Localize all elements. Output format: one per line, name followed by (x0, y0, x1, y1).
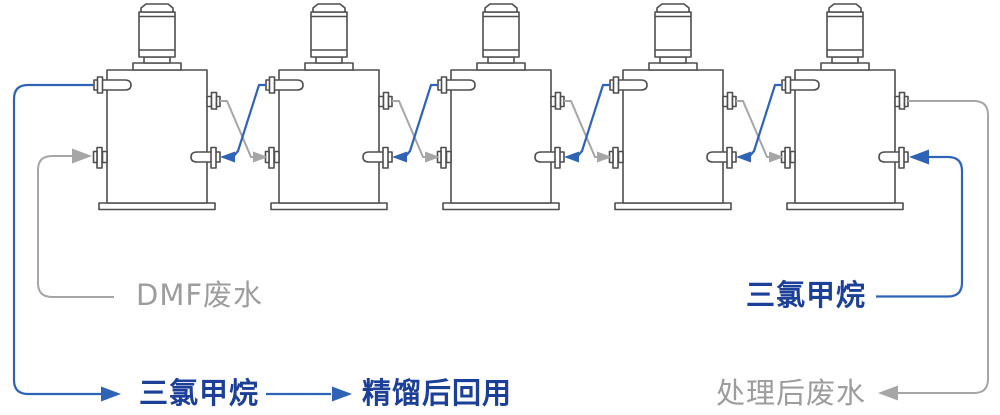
motor-neck (831, 56, 859, 64)
motor-neck (315, 56, 343, 64)
solvent-inlet-nozzle (534, 146, 565, 169)
motor-mount-plate (304, 62, 354, 71)
wastewater-outlet-flange (894, 91, 909, 110)
agitator-motor (132, 3, 182, 71)
motor-cap (312, 3, 346, 13)
wastewater-inlet-flange (608, 146, 624, 169)
motor-mount-plate (476, 62, 526, 71)
solvent-transfer-line-3 (575, 83, 610, 159)
solvent-outlet-arrow (101, 386, 121, 402)
wastewater-transfer-arrow-2 (425, 151, 440, 163)
solvent-transfer-arrow-4 (736, 151, 751, 163)
extraction-tank-4 (608, 3, 737, 211)
motor-neck (487, 56, 515, 64)
wastewater-transfer-line-3 (564, 100, 597, 158)
motor-cap (828, 3, 862, 13)
label-chloroform-in: 三氯甲烷 (746, 278, 867, 312)
solvent-outlet-nozzle (93, 76, 132, 94)
motor-cap (656, 3, 690, 13)
label-chloroform-out: 三氯甲烷 (139, 376, 260, 410)
solvent-outlet-line (12, 83, 101, 396)
wastewater-transfer-arrow-3 (597, 151, 612, 163)
dmf-feed-arrow (72, 148, 92, 164)
solvent-inlet-nozzle (706, 146, 737, 169)
wastewater-outlet-flange (206, 91, 221, 110)
treated-water-outlet-line (898, 100, 989, 394)
solvent-inlet-arrow (909, 149, 929, 165)
solvent-inlet-line (876, 155, 964, 298)
wastewater-inlet-flange (436, 146, 452, 169)
solvent-transfer-line-1 (231, 83, 266, 159)
tank-base-plate (442, 202, 560, 211)
tank-base-plate (614, 202, 732, 211)
solvent-inlet-nozzle (878, 146, 909, 169)
wastewater-transfer-line-4 (736, 100, 769, 158)
agitator-motor (820, 3, 870, 71)
wastewater-inlet-flange (780, 146, 796, 169)
dmf-feed-line (37, 155, 114, 298)
tank-base-plate (98, 202, 216, 211)
wastewater-transfer-line-2 (392, 100, 425, 158)
motor-mount-plate (820, 62, 870, 71)
solvent-transfer-line-4 (747, 83, 782, 159)
agitator-motor (476, 3, 526, 71)
label-reuse-after-distillation: 精馏后回用 (362, 376, 513, 410)
treated-water-outlet-arrow (878, 385, 898, 401)
agitator-motor (648, 3, 698, 71)
wastewater-outlet-flange (378, 91, 393, 110)
wastewater-outlet-flange (722, 91, 737, 110)
wastewater-inlet-flange (92, 146, 108, 169)
solvent-transfer-line-2 (403, 83, 438, 159)
solvent-outlet-nozzle (437, 76, 476, 94)
wastewater-inlet-flange (264, 146, 280, 169)
label-treated-wastewater: 处理后废水 (716, 376, 867, 410)
solvent-outlet-nozzle (781, 76, 820, 94)
solvent-transfer-arrow-3 (564, 151, 579, 163)
wastewater-transfer-arrow-1 (253, 151, 268, 163)
extraction-tank-2 (264, 3, 393, 211)
tank-body (794, 69, 896, 204)
extraction-tank-1 (92, 3, 221, 211)
motor-cap (140, 3, 174, 13)
motor-neck (143, 56, 171, 64)
solvent-inlet-nozzle (362, 146, 393, 169)
extraction-tank-3 (436, 3, 565, 211)
tank-body (450, 69, 552, 204)
tank-body (278, 69, 380, 204)
motor-mount-plate (648, 62, 698, 71)
motor-cap (484, 3, 518, 13)
wastewater-outlet-flange (550, 91, 565, 110)
motor-neck (659, 56, 687, 64)
wastewater-transfer-arrow-4 (769, 151, 784, 163)
solvent-to-distillation-arrow (332, 386, 352, 402)
wastewater-transfer-line-1 (220, 100, 253, 158)
solvent-transfer-arrow-2 (392, 151, 407, 163)
tank-base-plate (270, 202, 388, 211)
tank-body (106, 69, 208, 204)
extraction-tank-5 (780, 3, 909, 211)
solvent-inlet-nozzle (190, 146, 221, 169)
motor-mount-plate (132, 62, 182, 71)
tank-base-plate (786, 202, 904, 211)
solvent-outlet-nozzle (609, 76, 648, 94)
label-dmf-wastewater: DMF废水 (136, 278, 264, 312)
solvent-outlet-nozzle (265, 76, 304, 94)
agitator-motor (304, 3, 354, 71)
solvent-transfer-arrow-1 (220, 151, 235, 163)
tank-body (622, 69, 724, 204)
